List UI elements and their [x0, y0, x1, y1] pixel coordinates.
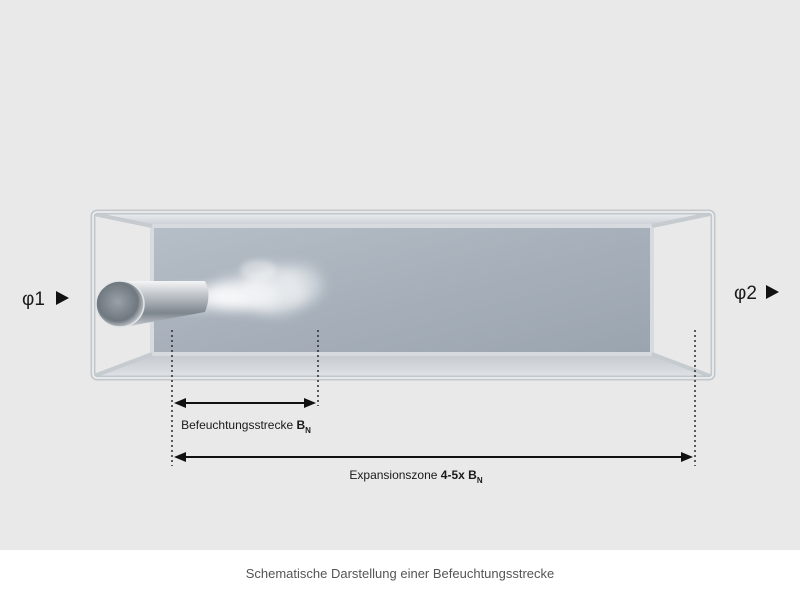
humidification-dimension: [174, 398, 316, 408]
outlet-arrow-icon: [766, 285, 779, 299]
duct-edge: [93, 212, 153, 228]
inlet-arrow-icon: [56, 291, 69, 305]
figure-caption: Schematische Darstellung einer Befeuchtu…: [245, 566, 555, 581]
outlet-humidity-label: φ2: [734, 283, 757, 304]
duct-floor: [92, 354, 712, 378]
diagram-stage: Befeuchtungsstrecke BN Expansionszone 4-…: [0, 0, 800, 550]
humidification-label: Befeuchtungsstrecke BN: [181, 418, 311, 435]
duct-edge: [651, 352, 711, 378]
expansion-dimension: [174, 452, 693, 462]
expansion-label: Expansionszone 4-5x BN: [349, 468, 482, 485]
inlet-humidity-label: φ1: [22, 289, 45, 310]
humidification-diagram: Befeuchtungsstrecke BN Expansionszone 4-…: [22, 209, 779, 485]
steam-pipe: [95, 280, 209, 328]
duct-edge: [651, 212, 711, 228]
duct-edge: [93, 352, 153, 378]
steam-pipe-outlet: [96, 281, 144, 327]
duct-outer-frame-highlight: [92, 211, 714, 379]
duct-ceiling: [92, 212, 712, 226]
